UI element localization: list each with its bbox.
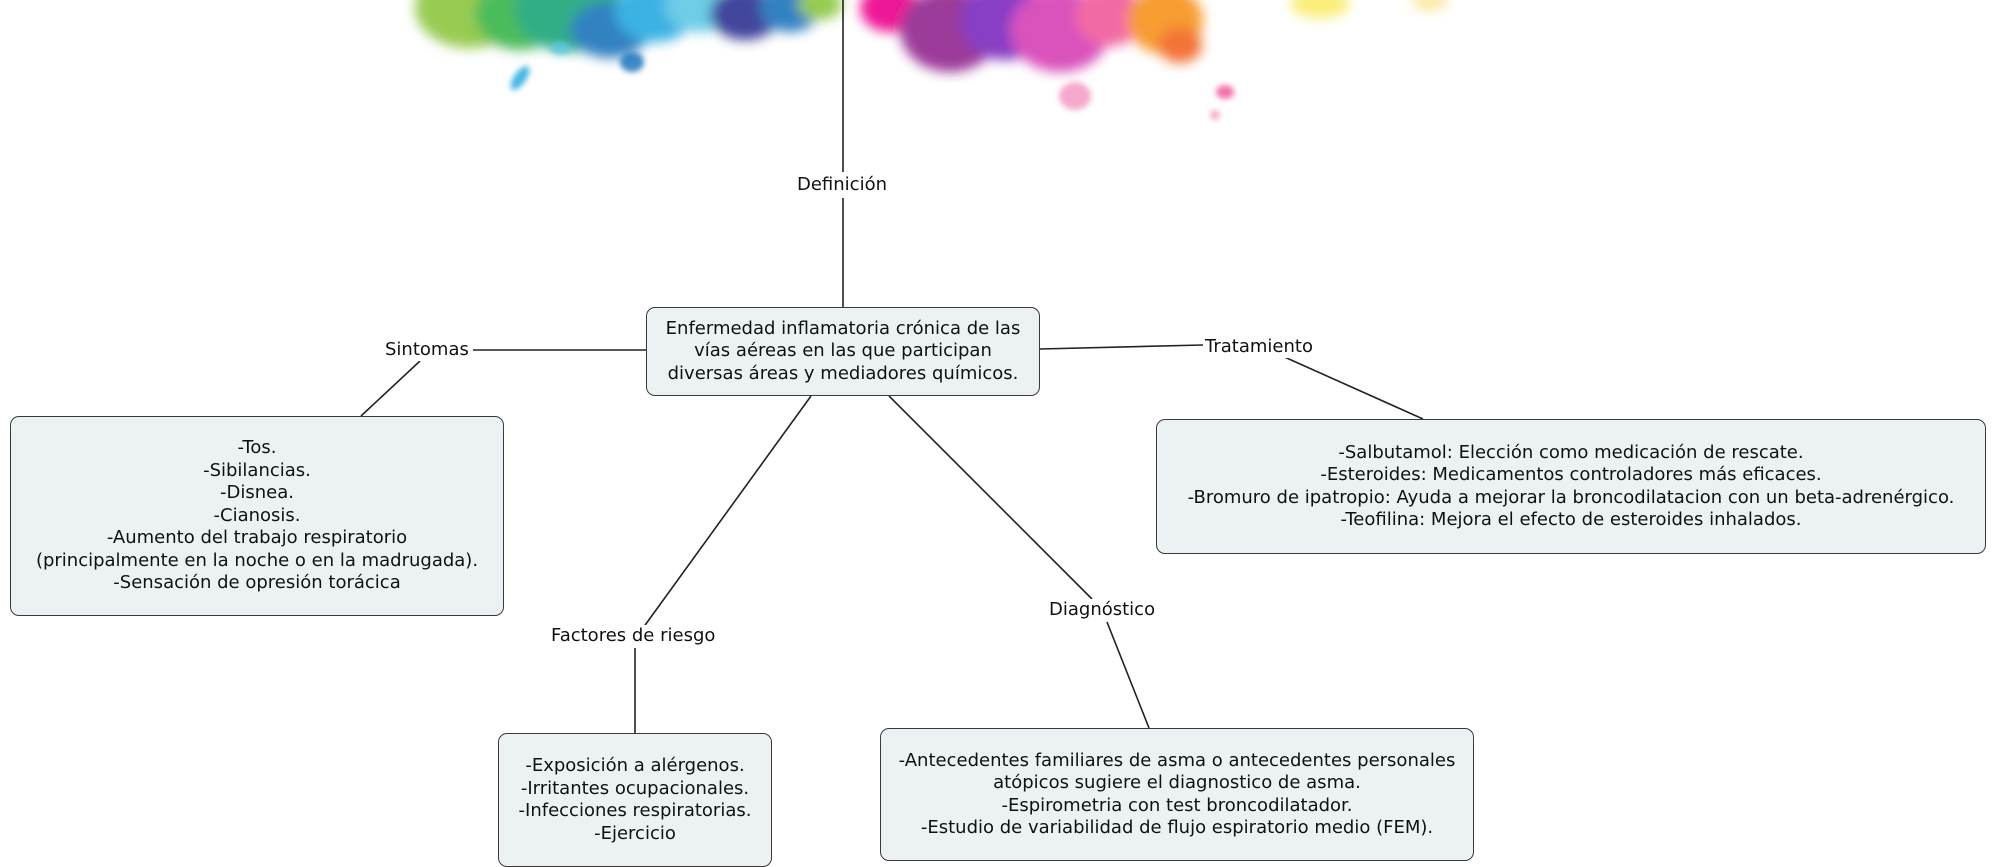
label-factores: Factores de riesgo — [549, 625, 718, 647]
sintomas-line: -Tos. — [237, 437, 277, 459]
sintomas-line: -Sensación de opresión torácica — [113, 572, 401, 594]
central-line: vías aéreas en las que participan — [694, 340, 992, 362]
central-line: diversas áreas y mediadores químicos. — [667, 362, 1019, 384]
central-line: Enfermedad inflamatoria crónica de las — [665, 317, 1021, 339]
label-diagnostico: Diagnóstico — [1047, 599, 1158, 621]
diagnostico-line: -Espirometria con test broncodilatador. — [1001, 794, 1353, 816]
tratamiento-line: -Esteroides: Medicamentos controladores … — [1320, 464, 1822, 485]
central-node[interactable]: Enfermedad inflamatoria crónica de las v… — [646, 307, 1040, 396]
tratamiento-line: -Bromuro de ipatropio: Ayuda a mejorar l… — [1187, 486, 1955, 508]
label-definicion: Definición — [795, 174, 889, 196]
tratamiento-line: -Teofilina: Mejora el efecto de esteroid… — [1340, 509, 1802, 530]
tratamiento-line: -Salbutamol: Elección como medicación de… — [1338, 441, 1804, 463]
factores-line: -Ejercicio — [594, 822, 676, 844]
factores-line: -Exposición a alérgenos. — [525, 755, 745, 776]
sintomas-line: (principalmente en la noche o en la madr… — [35, 549, 479, 571]
diagnostico-line: atópicos sugiere el diagnostico de asma. — [993, 772, 1361, 793]
connector-sintomas-box — [360, 360, 421, 417]
diagnostico-line: -Estudio de variabilidad de flujo espira… — [920, 817, 1434, 838]
sintomas-line: -Disnea. — [220, 482, 294, 504]
label-sintomas: Sintomas — [383, 339, 471, 361]
sintomas-line: -Aumento del trabajo respiratorio — [106, 527, 408, 549]
connector-diagnostico-box — [1106, 621, 1150, 729]
factores-node[interactable]: -Exposición a alérgenos. -Irritantes ocu… — [498, 733, 772, 867]
connector-tratamiento-central — [1039, 344, 1204, 350]
sintomas-line: -Cianosis. — [213, 504, 301, 526]
factores-line: -Infecciones respiratorias. — [518, 800, 752, 821]
connector-factores-central — [642, 395, 812, 629]
sintomas-node[interactable]: -Tos. -Sibilancias. -Disnea. -Cianosis. … — [10, 416, 504, 616]
sintomas-line: -Sibilancias. — [203, 459, 311, 481]
diagnostico-node[interactable]: -Antecedentes familiares de asma o antec… — [880, 728, 1474, 861]
connector-diagnostico-central — [888, 395, 1093, 600]
factores-line: -Irritantes ocupacionales. — [520, 777, 750, 799]
connector-tratamiento-box — [1279, 354, 1424, 420]
label-tratamiento: Tratamiento — [1203, 336, 1315, 358]
diagnostico-line: -Antecedentes familiares de asma o antec… — [898, 749, 1456, 771]
tratamiento-node[interactable]: -Salbutamol: Elección como medicación de… — [1156, 419, 1986, 554]
